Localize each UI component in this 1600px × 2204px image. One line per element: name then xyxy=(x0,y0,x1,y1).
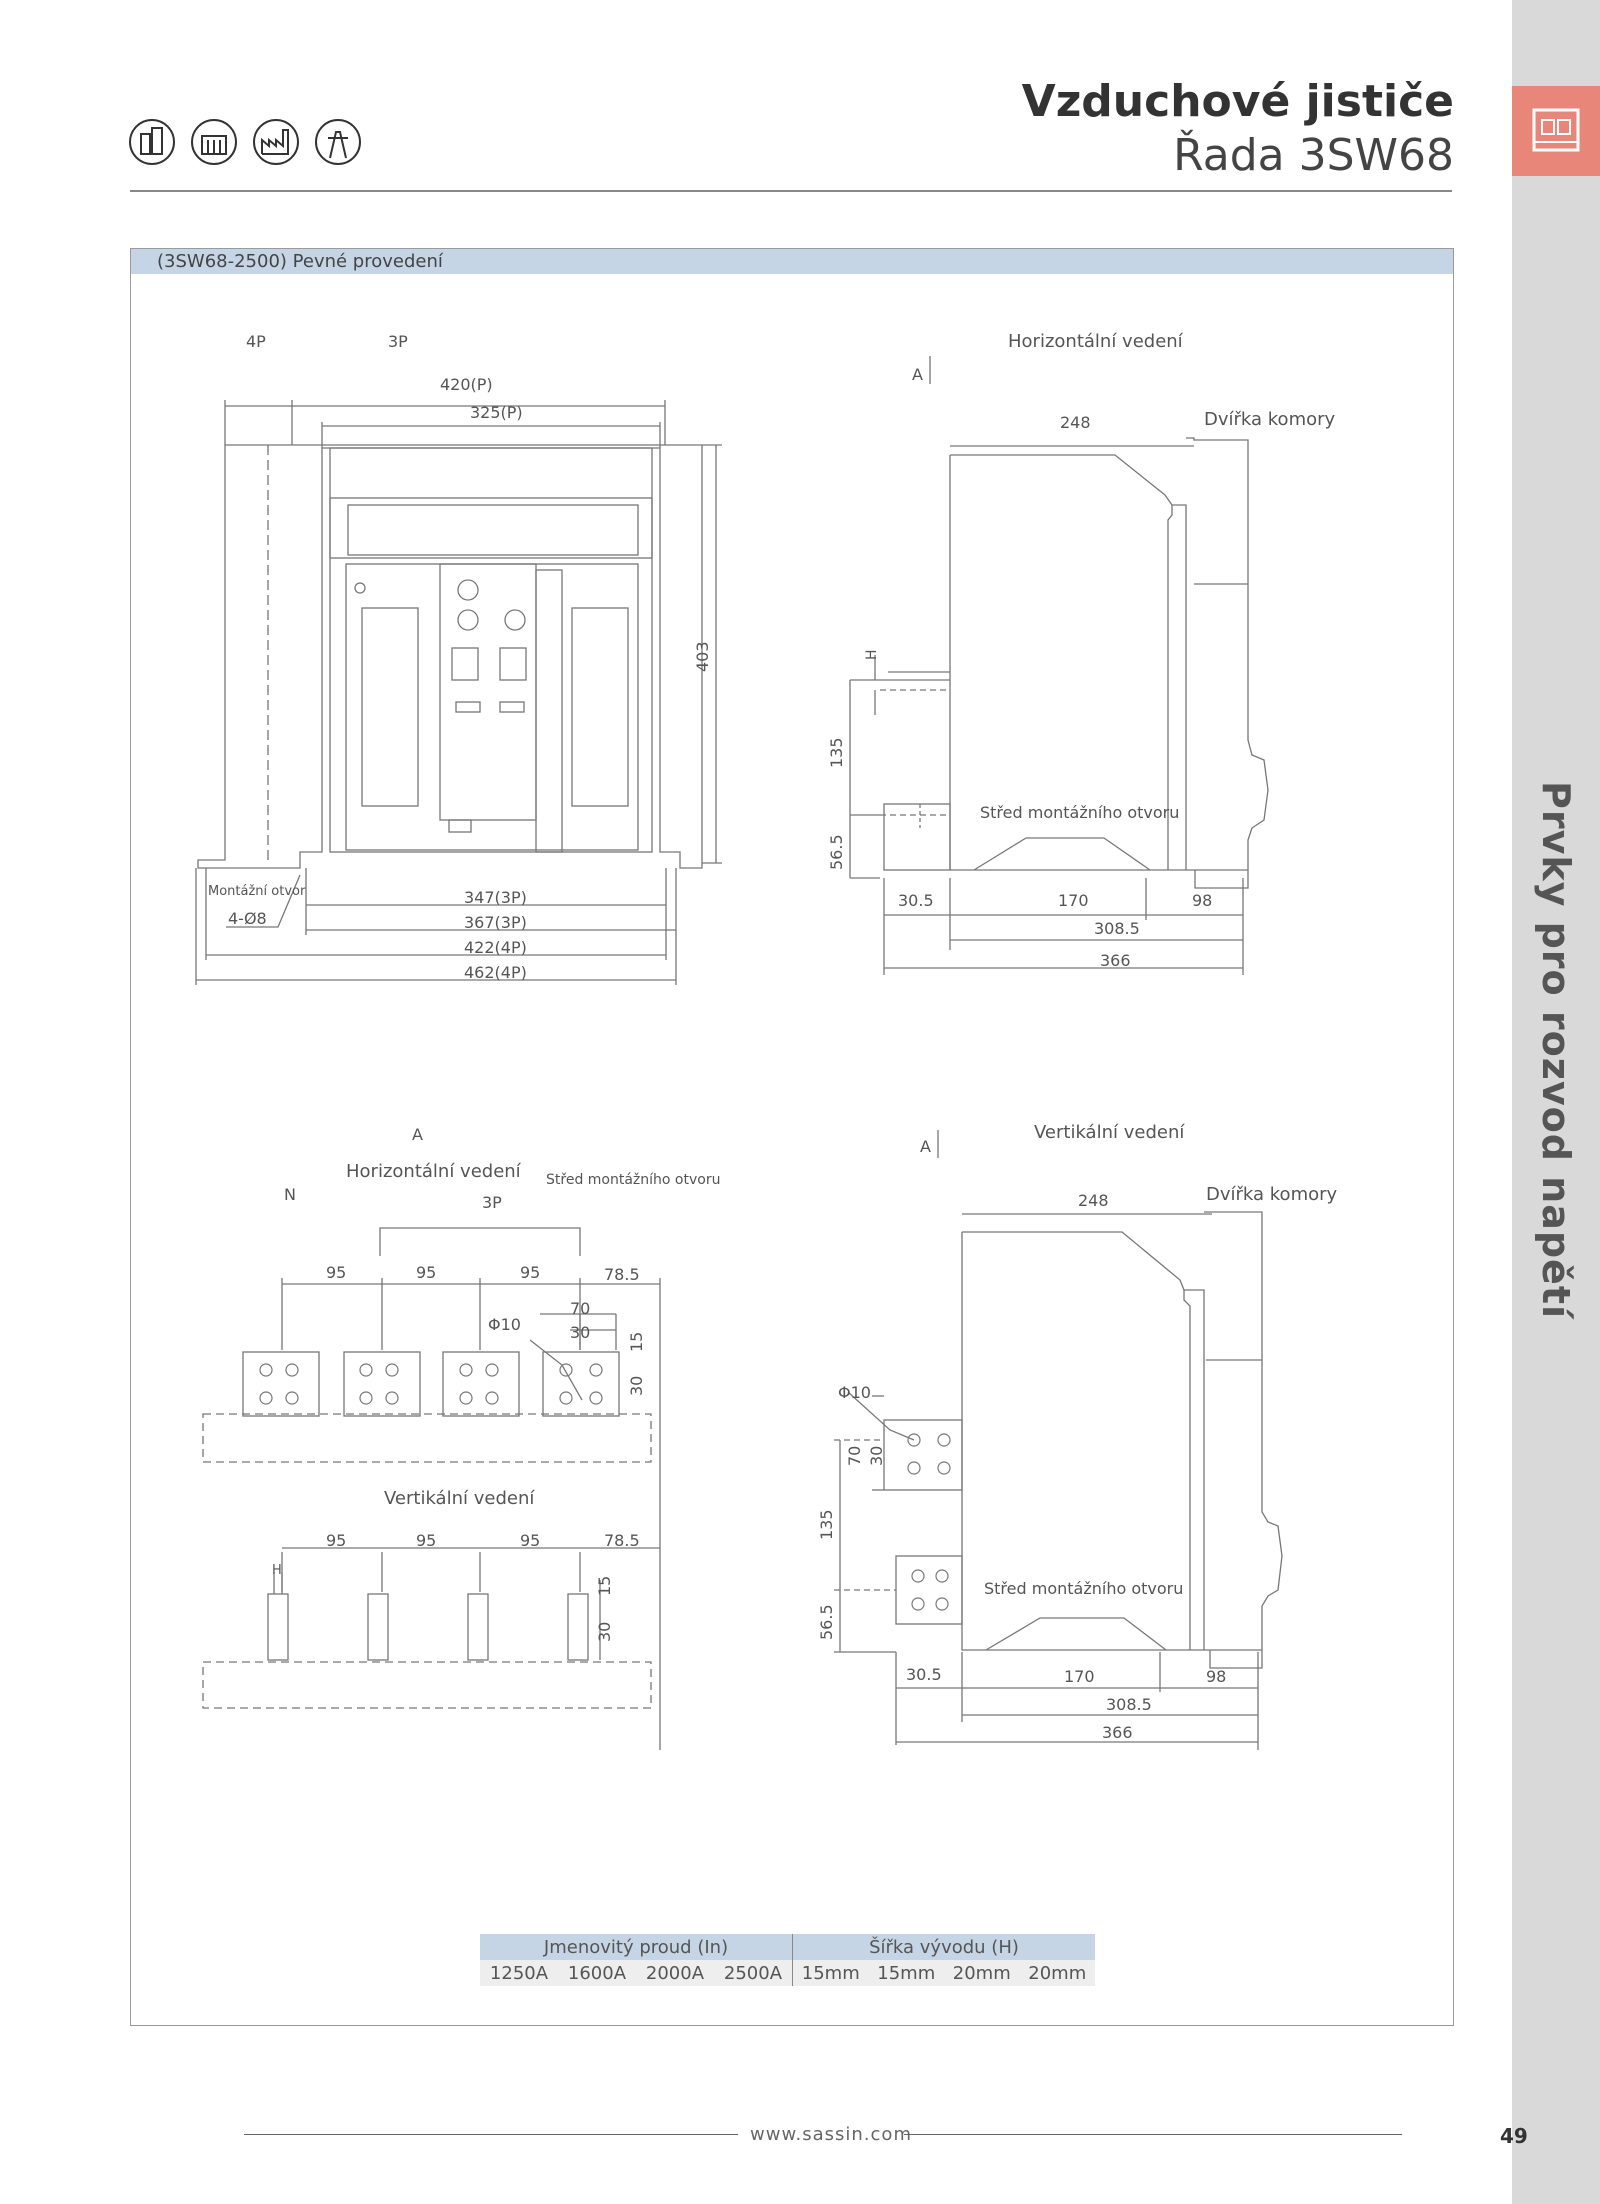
side-horizontal-dim-98: 98 xyxy=(1192,891,1212,910)
current-cell: 1250A xyxy=(480,1960,558,1986)
side-vertical-dim-308-5: 308.5 xyxy=(1106,1695,1152,1714)
side-vertical-phi: Φ10 xyxy=(838,1383,871,1402)
side-horizontal-arrow: A xyxy=(912,365,923,384)
side-vertical-dim-98: 98 xyxy=(1206,1667,1226,1686)
terminal-dim-95-b: 95 xyxy=(416,1263,436,1282)
side-vertical-title: Vertikální vedení xyxy=(1034,1122,1185,1143)
drawing-frame xyxy=(130,248,1454,2026)
industrial-plant-icon xyxy=(253,119,299,165)
dim-367: 367(3P) xyxy=(464,913,527,932)
side-vertical-dim-170: 170 xyxy=(1064,1667,1095,1686)
width-cell: 20mm xyxy=(944,1960,1020,1986)
dim-462: 462(4P) xyxy=(464,963,527,982)
terminal-dim-78-5: 78.5 xyxy=(604,1265,640,1284)
terminal-center: Střed montážního otvoru xyxy=(546,1172,720,1188)
side-vertical-door: Dvířka komory xyxy=(1206,1184,1338,1205)
factory-building-icon xyxy=(191,119,237,165)
side-horizontal-dim-308-5: 308.5 xyxy=(1094,919,1140,938)
side-view-vertical-outline xyxy=(834,1130,1283,1750)
terminal-v-dim-95-c: 95 xyxy=(520,1531,540,1550)
header-divider xyxy=(130,190,1452,192)
width-cell: 15mm xyxy=(791,1960,869,1986)
spec-col2-header: Šířka vývodu (H) xyxy=(792,1934,1095,1960)
terminal-3p: 3P xyxy=(482,1193,502,1212)
side-vertical-dim-30: 30 xyxy=(867,1446,886,1466)
terminal-holes xyxy=(259,1363,951,1611)
terminal-v-dim-95-b: 95 xyxy=(416,1531,436,1550)
dim-422: 422(4P) xyxy=(464,938,527,957)
footer-rule-left xyxy=(244,2134,738,2135)
footer-rule-right xyxy=(904,2134,1402,2135)
spec-col1-header: Jmenovitý proud (In) xyxy=(480,1934,793,1960)
side-horizontal-dim-248: 248 xyxy=(1060,413,1091,432)
terminal-phi: Φ10 xyxy=(488,1315,521,1334)
terminal-horizontal-title: Horizontální vedení xyxy=(346,1161,522,1182)
spec-table-wrap: Jmenovitý proud (In) Šířka vývodu (H) 12… xyxy=(480,1934,1095,1986)
side-vertical-dim-56-5: 56.5 xyxy=(817,1604,836,1640)
page-number: 49 xyxy=(1500,2124,1528,2148)
terminal-v-dim-78-5: 78.5 xyxy=(604,1531,640,1550)
terminal-n: N xyxy=(284,1185,296,1204)
terminal-vertical-title: Vertikální vedení xyxy=(384,1488,535,1509)
category-icons xyxy=(128,118,362,166)
dim-420: 420(P) xyxy=(440,375,493,394)
label-3p: 3P xyxy=(388,332,408,351)
label-4p: 4P xyxy=(246,332,266,351)
side-horizontal-dim-135: 135 xyxy=(827,737,846,768)
current-cell: 2000A xyxy=(635,1960,714,1986)
right-sidebar xyxy=(1512,0,1600,2204)
side-view-horizontal-outline xyxy=(849,356,1269,975)
spec-table: Jmenovitý proud (In) Šířka vývodu (H) 12… xyxy=(480,1934,1095,1986)
infrastructure-icon xyxy=(315,119,361,165)
side-horizontal-door: Dvířka komory xyxy=(1204,409,1336,430)
side-horizontal-dim-170: 170 xyxy=(1058,891,1089,910)
mount-hole-label: Montážní otvor xyxy=(208,884,306,899)
current-cell: 2500A xyxy=(713,1960,793,1986)
page-subtitle: Řada 3SW68 xyxy=(1173,130,1454,181)
terminal-dim-15: 15 xyxy=(627,1332,646,1352)
building-icon xyxy=(129,119,175,165)
terminal-dim-70: 70 xyxy=(570,1299,590,1318)
side-vertical-dim-366: 366 xyxy=(1102,1723,1133,1742)
sidebar-tab xyxy=(1512,86,1600,176)
side-vertical-dim-135: 135 xyxy=(817,1509,836,1540)
side-horizontal-center: Střed montážního otvoru xyxy=(980,803,1179,822)
terminal-dim-95-c: 95 xyxy=(520,1263,540,1282)
side-vertical-arrow: A xyxy=(920,1137,931,1156)
terminal-v-h: H xyxy=(272,1563,282,1578)
section-title: (3SW68-2500) Pevné provedení xyxy=(157,251,443,272)
section-header: (3SW68-2500) Pevné provedení xyxy=(131,249,1453,274)
dim-325: 325(P) xyxy=(470,403,523,422)
terminal-dim-30-side: 30 xyxy=(627,1376,646,1396)
width-cell: 15mm xyxy=(868,1960,944,1986)
terminal-dim-30-top: 30 xyxy=(570,1323,590,1342)
side-horizontal-dim-56-5: 56.5 xyxy=(827,834,846,870)
current-cell: 1600A xyxy=(557,1960,636,1986)
side-vertical-dim-30-5: 30.5 xyxy=(906,1665,942,1684)
terminal-view-a: A xyxy=(412,1125,423,1144)
side-horizontal-h: H xyxy=(864,649,880,660)
page-title: Vzduchové jističe xyxy=(1021,76,1454,127)
dim-347: 347(3P) xyxy=(464,888,527,907)
terminal-v-dim-30: 30 xyxy=(595,1622,614,1642)
side-vertical-center: Střed montážního otvoru xyxy=(984,1579,1183,1598)
dim-403: 403 xyxy=(693,641,712,672)
footer-url[interactable]: www.sassin.com xyxy=(750,2124,912,2145)
side-horizontal-title: Horizontální vedení xyxy=(1008,331,1184,352)
terminal-dim-95-a: 95 xyxy=(326,1263,346,1282)
terminal-view-outline xyxy=(202,1227,661,1750)
hole-label: 4-Ø8 xyxy=(228,909,267,928)
circuit-breaker-icon xyxy=(1532,108,1580,152)
front-view-outline xyxy=(195,400,722,985)
width-cell: 20mm xyxy=(1019,1960,1095,1986)
terminal-v-dim-95-a: 95 xyxy=(326,1531,346,1550)
side-horizontal-dim-30-5: 30.5 xyxy=(898,891,934,910)
side-vertical-dim-70: 70 xyxy=(845,1446,864,1466)
side-horizontal-dim-366: 366 xyxy=(1100,951,1131,970)
terminal-v-dim-15: 15 xyxy=(595,1576,614,1596)
side-vertical-dim-248: 248 xyxy=(1078,1191,1109,1210)
